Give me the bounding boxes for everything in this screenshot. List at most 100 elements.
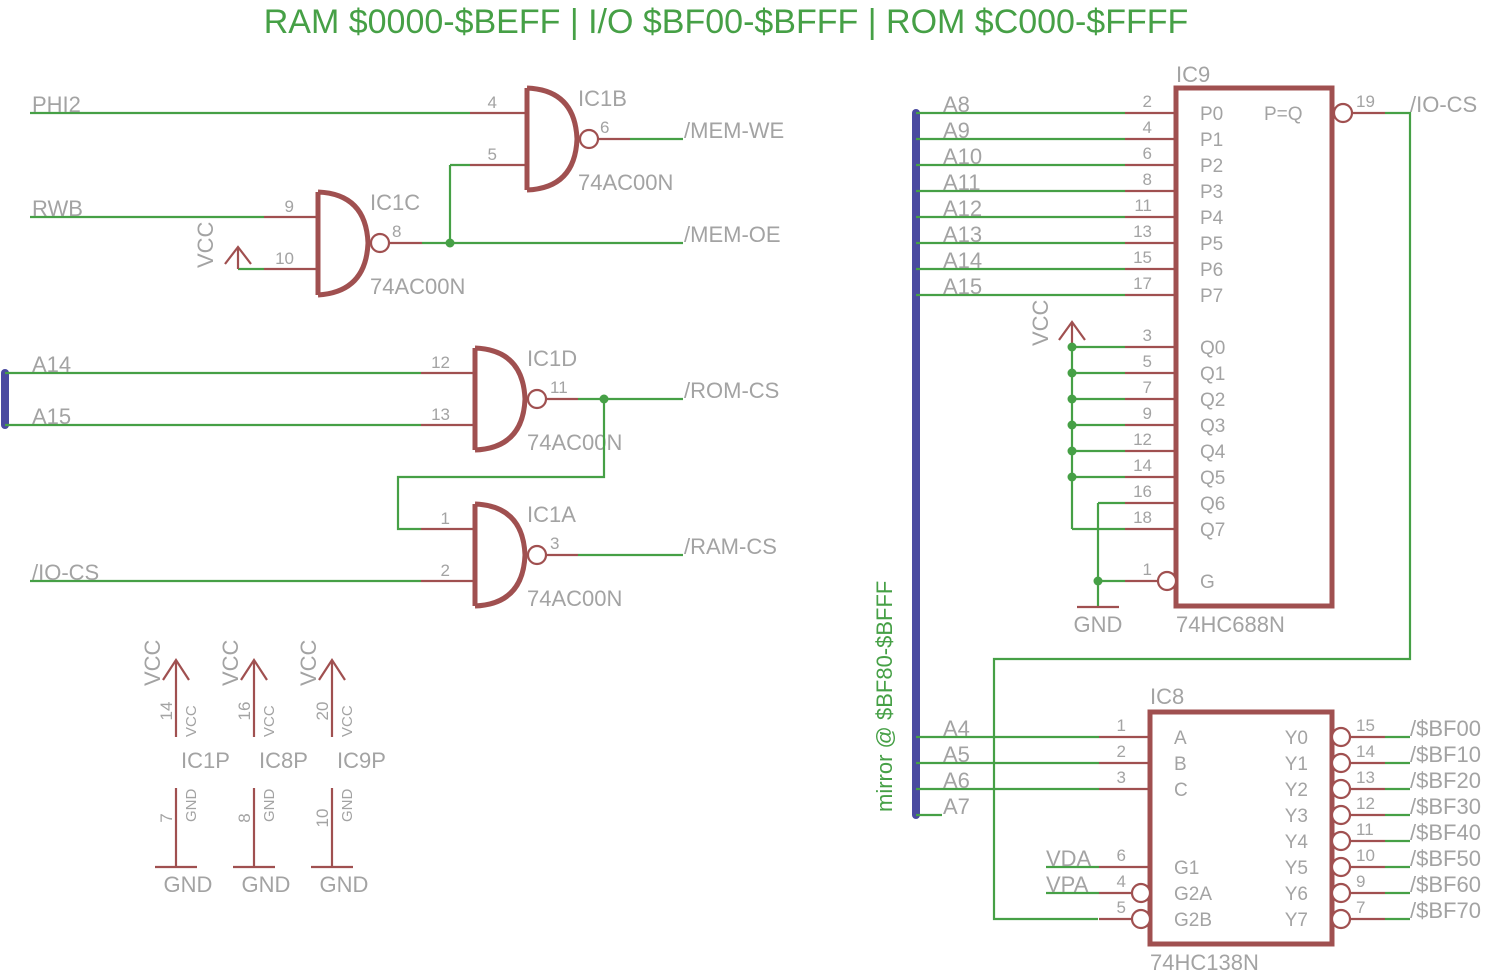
vcc-symbol: VCC: [193, 221, 252, 269]
pin-number: 19: [1356, 92, 1375, 111]
pin-number: 10: [275, 249, 294, 268]
net-label: VPA: [1046, 872, 1089, 897]
junction-dot: [1067, 472, 1077, 482]
pin-name: Y7: [1285, 910, 1308, 931]
pin-number: 12: [1356, 794, 1375, 813]
net-label-ram-cs: /RAM-CS: [684, 534, 777, 559]
junction-dot: [1067, 446, 1077, 456]
pin-number: 1: [441, 509, 450, 528]
net-label: A6: [943, 768, 970, 793]
inversion-bubble: [1156, 570, 1178, 592]
pin-number: 8: [1143, 170, 1152, 189]
pin-name: Q1: [1200, 364, 1225, 385]
pin-name: C: [1174, 780, 1188, 801]
vcc-arrow-icon: [1058, 320, 1086, 341]
part-value: 74HC688N: [1176, 612, 1285, 637]
part-name: IC1A: [527, 502, 576, 527]
net-label: A13: [943, 222, 982, 247]
vcc-label: VCC: [1028, 299, 1053, 346]
junction-dot: [1067, 368, 1077, 378]
pin-name: Q0: [1200, 338, 1225, 359]
pin-number: 8: [392, 222, 401, 241]
pin-number: 2: [1117, 742, 1126, 761]
pin-number: 4: [1117, 872, 1126, 891]
net-label: /$BF60: [1410, 872, 1481, 897]
inversion-bubble: [1330, 830, 1352, 852]
pin-name: GND: [339, 789, 356, 823]
gate-ic1d[interactable]: 12 13 11 IC1D 74AC00N: [1, 345, 683, 455]
pin-name: Y2: [1285, 780, 1308, 801]
net-label-a15: A15: [32, 404, 71, 429]
gnd-label: GND: [320, 872, 369, 897]
inversion-bubble: [1330, 882, 1352, 904]
net-label: /$BF50: [1410, 846, 1481, 871]
inversion-bubble: [1330, 804, 1352, 826]
net-label: /$BF30: [1410, 794, 1481, 819]
gate-ic1a[interactable]: 1 2 3 IC1A 74AC00N: [30, 399, 683, 611]
pin-name: B: [1174, 754, 1187, 775]
pin-number: 3: [550, 534, 559, 553]
pin-name: Y1: [1285, 754, 1308, 775]
net-label-mem-oe: /MEM-OE: [684, 222, 781, 247]
pin-name: G2A: [1174, 884, 1212, 905]
pin-name: P2: [1200, 156, 1223, 177]
inversion-bubble: [1130, 908, 1152, 930]
pin-number: 16: [1133, 482, 1152, 501]
pin-number: 9: [285, 197, 294, 216]
part-name: IC1B: [578, 86, 627, 111]
pin-number: 2: [1143, 92, 1152, 111]
pin-number: 2: [441, 561, 450, 580]
vcc-arrow-icon: [240, 657, 268, 681]
pin-name: Y6: [1285, 884, 1308, 905]
pin-number: 9: [1356, 872, 1365, 891]
net-label-phi2: PHI2: [32, 92, 81, 117]
pin-name: P=Q: [1264, 104, 1303, 125]
pin-name: P7: [1200, 286, 1223, 307]
pin-number: 6: [1117, 846, 1126, 865]
vcc-label: VCC: [296, 639, 321, 686]
pin-number: 7: [1356, 898, 1365, 917]
inversion-bubble: [1330, 726, 1352, 748]
gate-ic1c[interactable]: 9 10 8 IC1C 74AC00N: [30, 165, 683, 299]
pin-name: Q2: [1200, 390, 1225, 411]
gnd-label: GND: [164, 872, 213, 897]
pin-number: 4: [488, 93, 497, 112]
pin-name: A: [1174, 728, 1187, 749]
net-label: A14: [943, 248, 982, 273]
pin-number: 5: [488, 145, 497, 164]
schematic-title: RAM $0000-$BEFF | I/O $BF00-$BFFF | ROM …: [264, 3, 1189, 41]
pin-number: 18: [1133, 508, 1152, 527]
inversion-bubble: [1330, 856, 1352, 878]
pin-name: GND: [261, 789, 278, 823]
net-label: A7: [943, 794, 970, 819]
net-label: VDA: [1046, 846, 1092, 871]
junction-dot: [1093, 576, 1103, 586]
pin-number: 7: [1143, 378, 1152, 397]
pin-name: P1: [1200, 130, 1223, 151]
net-label-a14: A14: [32, 352, 71, 377]
vcc-label: VCC: [218, 639, 243, 686]
gate-ic1b[interactable]: 4 5 6 IC1B 74AC00N: [30, 85, 683, 195]
part-value: 74AC00N: [527, 430, 622, 455]
inversion-bubble: [1130, 882, 1152, 904]
pin-number: 1: [1143, 560, 1152, 579]
pin-number: 5: [1117, 898, 1126, 917]
gnd-label: GND: [1074, 612, 1123, 637]
pin-number: 20: [313, 702, 332, 721]
pin-number: 11: [550, 378, 568, 397]
pin-name: Q5: [1200, 468, 1225, 489]
pin-number: 14: [1356, 742, 1375, 761]
net-label: /$BF40: [1410, 820, 1481, 845]
vcc-label: VCC: [193, 221, 218, 268]
part-name: IC1P: [181, 748, 230, 773]
net-label-mem-we: /MEM-WE: [684, 118, 784, 143]
pin-number: 5: [1143, 352, 1152, 371]
gnd-label: GND: [242, 872, 291, 897]
net-label: A4: [943, 716, 970, 741]
pin-number: 8: [235, 813, 254, 822]
pin-number: 11: [1356, 820, 1374, 839]
